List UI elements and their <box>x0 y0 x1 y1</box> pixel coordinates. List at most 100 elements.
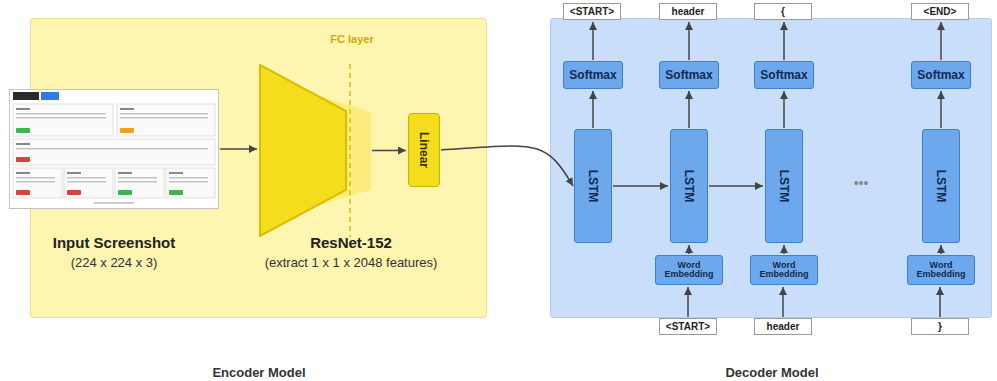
fc-layer-line <box>349 64 351 237</box>
box-text: header <box>767 321 800 332</box>
panel-line <box>16 108 30 110</box>
arrow-connector <box>592 91 594 128</box>
lstm-cell: LSTM <box>574 129 612 243</box>
box-text: Word Embedding <box>754 261 814 280</box>
panel <box>13 168 62 198</box>
arrow-connector <box>372 150 406 152</box>
text-holder: Encoder Model <box>109 363 409 381</box>
text-holder: Input Screenshot <box>0 234 264 252</box>
box-text: LSTM <box>682 170 696 203</box>
text-holder: ResNet-152 <box>201 234 501 252</box>
arrow-connector <box>783 91 785 128</box>
panel-line <box>16 143 30 145</box>
layer-label: FC layer <box>324 33 380 45</box>
word-embedding-box: Word Embedding <box>750 255 818 285</box>
token-box: <END> <box>911 3 969 20</box>
arrow-connector <box>940 22 942 60</box>
arrow-connector <box>220 148 257 150</box>
panel-line <box>169 181 208 183</box>
panel-line <box>16 113 106 115</box>
text-holder: Decoder Model <box>622 363 922 381</box>
word-embedding-box: Word Embedding <box>655 255 723 285</box>
lstm-cell: LSTM <box>670 129 708 243</box>
panel-line <box>16 172 30 174</box>
text-holder: (extract 1 x 1 x 2048 features) <box>201 253 501 271</box>
panel <box>64 168 113 198</box>
arrow-connector <box>709 185 763 187</box>
resnet-trapezoid <box>260 65 346 236</box>
token-box: <START> <box>659 318 717 335</box>
token-box: } <box>911 318 969 335</box>
panel-line <box>16 148 208 150</box>
box-text: Softmax <box>760 68 807 82</box>
box-text: Softmax <box>569 68 616 82</box>
panel <box>117 104 215 136</box>
panel-line <box>67 177 106 179</box>
heading-text: Encoder Model <box>212 365 305 380</box>
linear-layer: Linear <box>408 113 440 187</box>
token-box: header <box>659 3 717 20</box>
panel-line <box>120 108 134 110</box>
box-text: <END> <box>924 6 957 17</box>
box-text: } <box>938 321 942 332</box>
sub-text: (224 x 224 x 3) <box>71 255 158 270</box>
panel-line <box>118 172 132 174</box>
arrow-connector <box>441 146 573 186</box>
arrow-connector <box>940 91 942 128</box>
text-holder: (224 x 224 x 3) <box>0 253 264 271</box>
panel <box>166 168 215 198</box>
box-text: <START> <box>570 6 614 17</box>
panel <box>115 168 164 198</box>
lstm-cell: LSTM <box>922 129 960 243</box>
arrow-connector <box>940 245 942 254</box>
footer-line <box>94 202 134 204</box>
token-box: header <box>754 318 812 335</box>
softmax-box: Softmax <box>754 61 814 89</box>
panel-line <box>120 113 208 115</box>
arrow-connector <box>783 22 785 60</box>
box-text: Softmax <box>917 68 964 82</box>
arrow-connector <box>782 287 784 317</box>
panel-line <box>16 117 106 119</box>
input-screenshot: Input Screenshot(224 x 224 x 3) <box>9 89 219 209</box>
panel-button <box>16 157 30 162</box>
panel-line <box>169 177 208 179</box>
lstm-cell: LSTM <box>765 129 803 243</box>
box-text: Word Embedding <box>911 261 971 280</box>
resnet-illustration <box>259 64 371 237</box>
model-region: Encoder ModelInput Screenshot(224 x 224 … <box>30 18 487 318</box>
panel <box>13 104 113 136</box>
softmax-box: Softmax <box>563 61 623 89</box>
panel-line <box>169 172 183 174</box>
panel-line <box>118 177 157 179</box>
arrow-connector <box>783 245 785 254</box>
arrow-connector <box>592 22 594 60</box>
softmax-box: Softmax <box>911 61 971 89</box>
heading-text: ResNet-152 <box>310 234 392 251</box>
panel-button <box>16 190 30 195</box>
resnet-encoder: ResNet-152(extract 1 x 1 x 2048 features… <box>259 64 371 237</box>
arrow-connector <box>688 245 690 254</box>
token-box: { <box>754 3 812 20</box>
box-text: <START> <box>666 321 710 332</box>
screenshot-illustration <box>9 89 219 209</box>
box-text: Softmax <box>665 68 712 82</box>
arrow-connector <box>688 91 690 128</box>
panel-line <box>120 117 208 119</box>
panel <box>13 139 215 165</box>
panel-button <box>67 190 81 195</box>
box-text: Word Embedding <box>659 261 719 280</box>
box-text: LSTM <box>934 170 948 203</box>
panel-line <box>118 181 157 183</box>
box-text: LSTM <box>777 170 791 203</box>
ellipsis-label: ••• <box>838 175 884 191</box>
arrow-connector <box>613 185 668 187</box>
sub-text: (extract 1 x 1 x 2048 features) <box>265 255 438 270</box>
nav-button <box>41 92 59 100</box>
panel-button <box>120 128 134 133</box>
token-box: <START> <box>563 3 621 20</box>
word-embedding-box: Word Embedding <box>907 255 975 285</box>
model-region: Decoder ModelSoftmaxSoftmaxSoftmaxSoftma… <box>550 18 992 318</box>
arrow-connector <box>939 287 941 317</box>
